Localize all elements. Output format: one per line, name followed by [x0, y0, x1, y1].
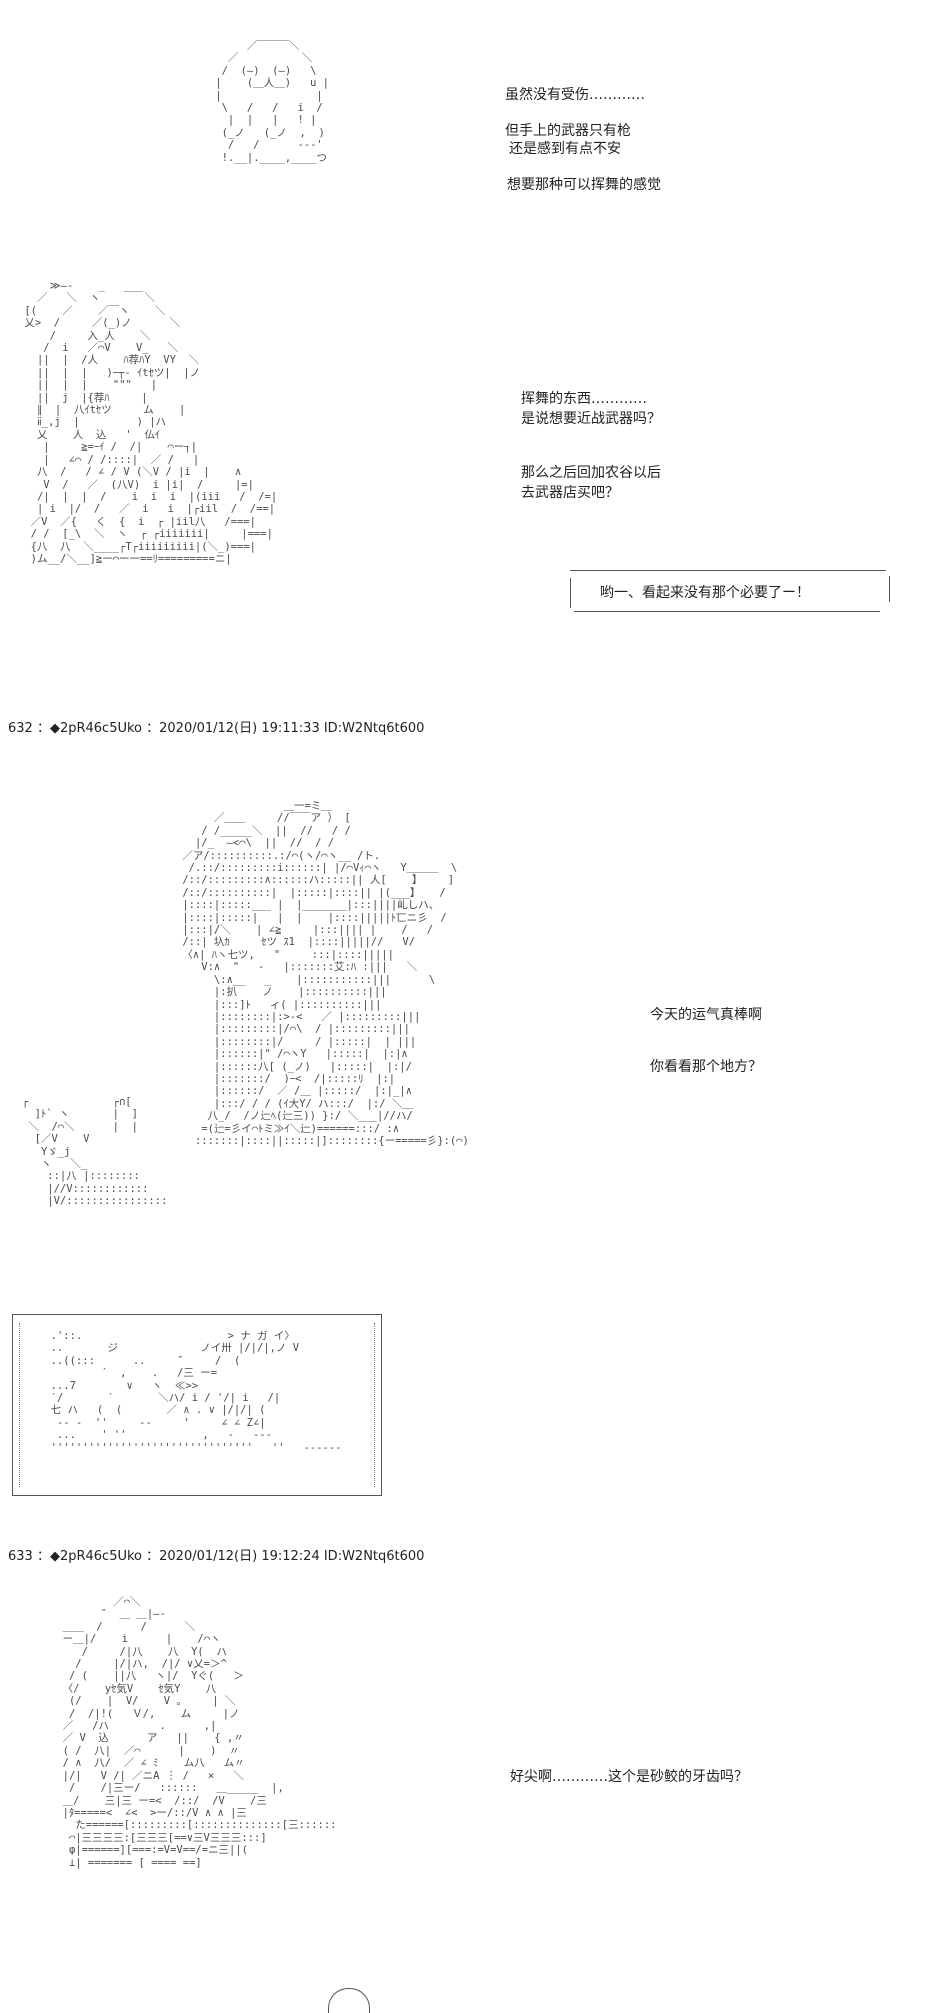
panel-left-dots [19, 1323, 20, 1487]
ascii-art-character-4: ／⌒＼ ″ ＿ ＿|―- ＿＿ / / ＼ ー＿|/ i | /⌒ヽ / /|八… [62, 1596, 337, 1869]
panel-right-dots [374, 1323, 375, 1487]
ascii-art-character-2: ≫―- _ ___ ／ ＼ ヽ ＼ [( ／ ／￣ヽ ＼ 乂> / ／(_)ノ … [24, 280, 278, 565]
ascii-art-character-3: ＿一=ミ＿ ／＿＿ //￣￣ア ） [ / /_____＼ || // / / … [182, 800, 469, 1147]
speech-bubble: 哟一、看起来没有那个必要了ー！ [566, 560, 898, 618]
post-header: 633 ：◆2pR46c5Uko ：2020/01/12(日) 19:12:24… [8, 1549, 425, 1564]
ascii-art-character-1: ／￣￣￣＼ ／ ＼ / (—) (—) \ | (＿人＿) u | | | \ … [215, 40, 329, 164]
cropped-art-top [328, 1988, 370, 2013]
narration-line: 但手上的武器只有枪 [505, 123, 631, 139]
narration-line: 去武器店买吧？ [521, 485, 619, 501]
narration-line: 今天的运气真棒啊 [650, 1007, 762, 1023]
narration-line: 挥舞的东西………… [521, 391, 647, 407]
bubble-text: 哟一、看起来没有那个必要了ー！ [600, 585, 810, 601]
ascii-art-creature: ┌ ]ﾄ` ヽ ＼ /⌒＼ [／V V Yゞ_j ヽ ＼_ ::|八 |::::… [22, 1096, 168, 1208]
post-header: 632 ：◆2pR46c5Uko ：2020/01/12(日) 19:11:33… [8, 721, 425, 736]
narration-line: 是说想要近战武器吗？ [521, 411, 661, 427]
narration-line: 想要那种可以挥舞的感觉 [507, 177, 661, 193]
bubble-right-border [889, 576, 890, 602]
narration-line: 虽然没有受伤………… [505, 87, 645, 103]
bubble-left-border [570, 578, 571, 608]
ascii-art-sound-effect: .'::. > ナ ガ イ〉 .. ジ ノイ卅 |/|/|,ノ V ..((::… [50, 1330, 342, 1454]
narration-line: 你看看那个地方？ [650, 1059, 762, 1075]
bubble-bottom-border [574, 611, 880, 612]
narration-line: 还是感到有点不安 [509, 141, 621, 157]
narration-line: 好尖啊…………这个是砂鲛的牙齿吗？ [510, 1769, 748, 1785]
narration-line: 那么之后回加农谷以后 [521, 465, 661, 481]
sfx-panel [12, 1314, 382, 1496]
ascii-art-small-item: ┌∩[ | ] | | [112, 1096, 138, 1133]
bubble-top-border [570, 570, 886, 571]
